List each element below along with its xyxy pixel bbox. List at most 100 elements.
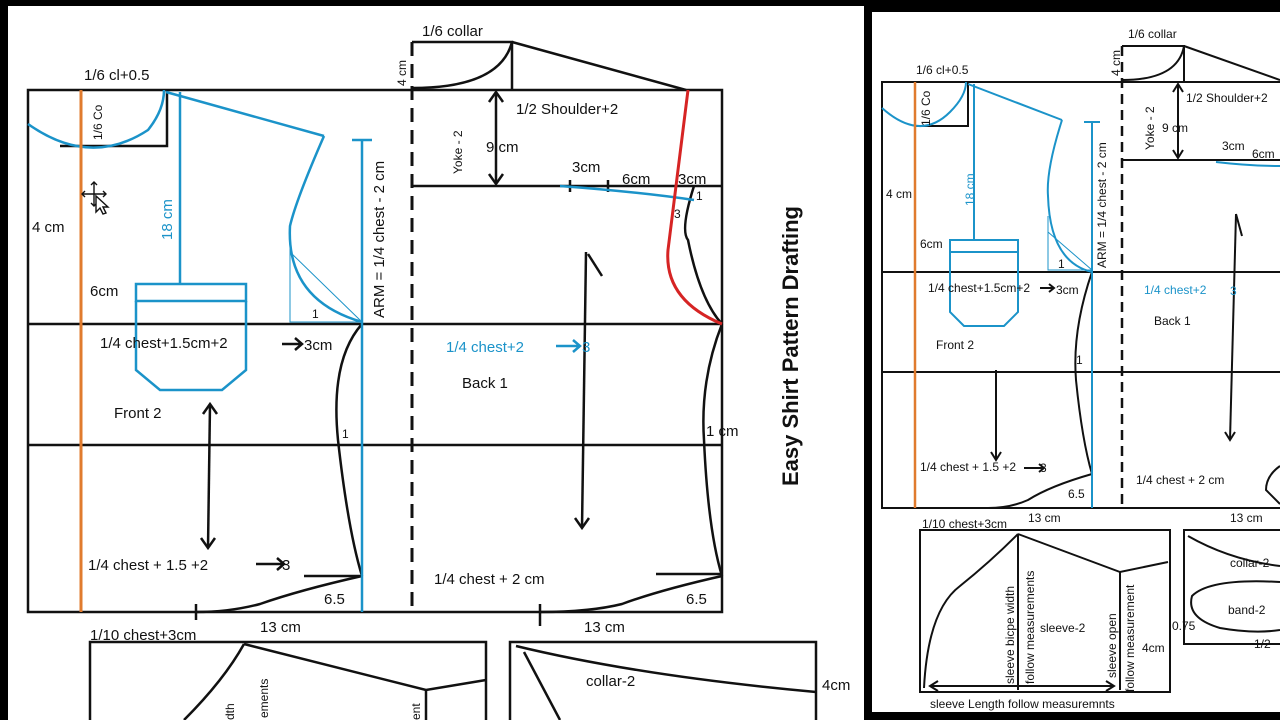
left-back-yoke-curve <box>559 184 695 202</box>
right-back-yoke <box>1215 161 1280 167</box>
r-label-9cm: 9 cm <box>1162 121 1188 135</box>
r-label-13cm-a: 13 cm <box>1028 511 1061 525</box>
label-arm: ARM = 1/4 chest - 2 cm <box>371 161 388 318</box>
r-label-front2: Front 2 <box>936 338 974 352</box>
label-3cm-b: 3cm <box>678 171 706 188</box>
right-collar-box <box>1183 529 1280 645</box>
label-back-chest-result: 3 <box>582 339 590 356</box>
r-label-13cm-b: 13 cm <box>1230 511 1263 525</box>
left-back-grain-arrow <box>580 251 588 529</box>
right-shoulder <box>1183 45 1280 81</box>
left-yoke-arrow-head-b <box>487 173 505 187</box>
r-label-yoke: Yoke - 2 <box>1143 106 1157 150</box>
r-label-18cm: 18 cm <box>963 173 977 206</box>
r-label-sleeve-length: sleeve Length follow measuremnts <box>930 697 1115 711</box>
right-outline <box>881 81 1280 509</box>
r-label-4cm-sleeve: 4cm <box>1142 641 1165 655</box>
r-label-back1: Back 1 <box>1154 314 1191 328</box>
r-label-4cm: 4 cm <box>886 187 912 201</box>
right-collar-piece <box>1183 529 1280 645</box>
left-front-grain-head-a <box>201 401 219 415</box>
left-back-grain-hook <box>586 253 604 277</box>
r-label-0-75: 0.75 <box>1172 619 1196 633</box>
right-back-hook <box>1235 213 1243 237</box>
label-front-waist: 1/4 chest + 1.5 +2 <box>88 557 208 574</box>
r-label-back-chest-res: 3 <box>1230 284 1237 298</box>
label-1cm: 1 cm <box>706 423 739 440</box>
label-collar2: collar-2 <box>586 673 635 690</box>
left-shoulder-slope <box>511 40 687 92</box>
left-neck-box <box>60 90 169 148</box>
right-sleeve-len-head-a <box>928 680 939 692</box>
left-sleeve-curve <box>183 643 246 720</box>
right-sleeve-labels: sleeve bicpe width follow measurements s… <box>930 571 1165 711</box>
right-blue-lines <box>881 81 1280 508</box>
label-tenth-chest: 1/10 chest+3cm <box>90 627 196 644</box>
r-label-6cm-a: 6cm <box>1252 147 1275 161</box>
left-front-side-seam <box>335 323 364 577</box>
left-front-hem <box>195 574 363 614</box>
right-hem <box>987 473 1093 509</box>
label-6cm: 6cm <box>90 283 118 300</box>
r-label-back-waist: 1/4 chest + 2 cm <box>1136 473 1224 487</box>
left-yoke-arrow-head-a <box>487 89 505 103</box>
r-label-4cm-v: 4 cm <box>1109 50 1123 76</box>
page-title: Easy Shirt Pattern Drafting <box>778 206 803 486</box>
left-front-grain-arrow <box>206 403 212 549</box>
right-pocket-top <box>949 239 1019 253</box>
right-sleeve-curve <box>923 533 1019 689</box>
label-6-5-a: 6.5 <box>324 591 345 608</box>
label-front-waist-result: 3 <box>282 557 290 574</box>
r-label-arm: ARM = 1/4 chest - 2 cm <box>1095 142 1109 268</box>
right-yoke-arrow-head-b <box>1172 149 1184 160</box>
label-front2: Front 2 <box>114 405 162 422</box>
right-band-curve <box>1190 580 1280 633</box>
left-back-grain-head-b <box>573 517 591 531</box>
right-front-shoulder <box>967 83 1063 121</box>
right-front-grain-head <box>990 451 1002 462</box>
label-sleeve-measure-partial: ements <box>257 679 271 718</box>
left-collar-curve-a <box>515 644 817 694</box>
r-label-follow-b: follow measurement <box>1123 584 1137 692</box>
left-arrow-chest-back <box>556 339 582 353</box>
label-3cm-a: 3cm <box>572 159 600 176</box>
left-bottom-pieces <box>88 640 818 720</box>
r-label-1-a: 1 <box>1058 257 1065 271</box>
r-label-6cm: 6cm <box>920 237 943 251</box>
r-label-half: 1/2 <box>1254 637 1271 651</box>
label-13cm-a: 13 cm <box>260 619 301 636</box>
label-co: 1/6 Co <box>91 104 105 140</box>
r-label-front-chest: 1/4 chest+1.5cm+2 <box>928 281 1030 295</box>
left-sleeve-box <box>88 640 488 720</box>
r-label-back-chest: 1/4 chest+2 <box>1144 283 1207 297</box>
left-labels: 1/6 collar 1/6 cl+0.5 1/6 Co 4 cm 1/2 Sh… <box>32 23 739 644</box>
label-6cm-a: 6cm <box>622 171 650 188</box>
label-sleeve-open-partial: ent <box>409 703 423 720</box>
label-back-waist: 1/4 chest + 2 cm <box>434 571 544 588</box>
right-arrow-chest <box>1040 283 1056 293</box>
r-label-tenth: 1/10 chest+3cm <box>922 517 1007 531</box>
label-1-a: 1 <box>696 189 703 203</box>
right-back-grain-head <box>1224 431 1236 442</box>
left-front-grain-head-b <box>199 537 217 551</box>
r-label-co: 1/6 Co <box>919 90 933 126</box>
r-label-collar-top: 1/6 collar <box>1128 27 1177 41</box>
r-label-sleeve-open: sleeve open <box>1105 613 1119 678</box>
r-label-3cm: 3cm <box>1222 139 1245 153</box>
label-shoulder: 1/2 Shoulder+2 <box>516 101 618 118</box>
r-label-1-b: 1 <box>1076 353 1083 367</box>
right-labels: 1/6 collar 4 cm 1/6 cl+0.5 1/6 Co 1/2 Sh… <box>886 27 1275 531</box>
r-label-front-waist: 1/4 chest + 1.5 +2 <box>920 460 1016 474</box>
left-arrow-chest-front <box>282 337 304 351</box>
left-pocket-top <box>134 282 248 303</box>
label-18cm: 18 cm <box>159 199 176 240</box>
r-label-front-waist-res: 3 <box>1040 461 1047 475</box>
r-label-sleeve-bicep: sleeve bicpe width <box>1003 586 1017 684</box>
right-collar-curve-a <box>1187 535 1280 567</box>
label-4cm-right: 4cm <box>822 677 850 694</box>
r-label-front-chest-res: 3cm <box>1056 283 1079 297</box>
left-diagram <box>26 40 724 626</box>
r-label-follow-a: follow measurements <box>1023 571 1037 684</box>
right-diagram <box>881 45 1280 509</box>
left-front-shoulder <box>165 90 325 138</box>
